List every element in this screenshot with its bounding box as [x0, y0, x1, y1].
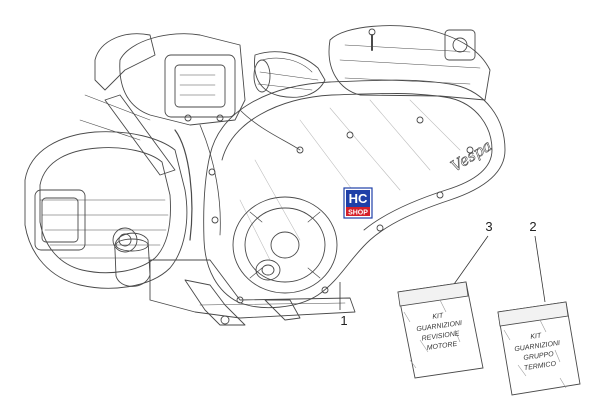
logo-top-text: HC	[349, 191, 368, 206]
logo-bottom-text: SHOP	[348, 210, 368, 217]
callout-2: 2	[529, 219, 546, 303]
callout-3: 3	[451, 219, 493, 288]
callout-2-number: 2	[529, 219, 536, 234]
callout-3-number: 3	[485, 219, 492, 234]
engine-badge: Vespa	[448, 137, 495, 176]
gasket-kit-bag-2: KIT GUARNIZIONI GRUPPO TERMICO	[497, 301, 581, 396]
engine-assembly	[24, 25, 506, 326]
callout-1-number: 1	[340, 313, 347, 328]
kit-2-line-3: GRUPPO	[523, 351, 555, 362]
gasket-kit-bag-3: KIT GUARNIZIONI REVISIONE MOTORE	[397, 281, 484, 379]
kit-3-line-4: MOTORE	[426, 341, 458, 352]
kit-2-line-4: TERMICO	[524, 361, 557, 373]
kit-3-line-1: KIT	[432, 312, 444, 321]
hc-shop-logo: HC SHOP	[343, 187, 373, 219]
callout-1: 1	[339, 282, 348, 328]
kit-2-line-1: KIT	[530, 332, 542, 341]
